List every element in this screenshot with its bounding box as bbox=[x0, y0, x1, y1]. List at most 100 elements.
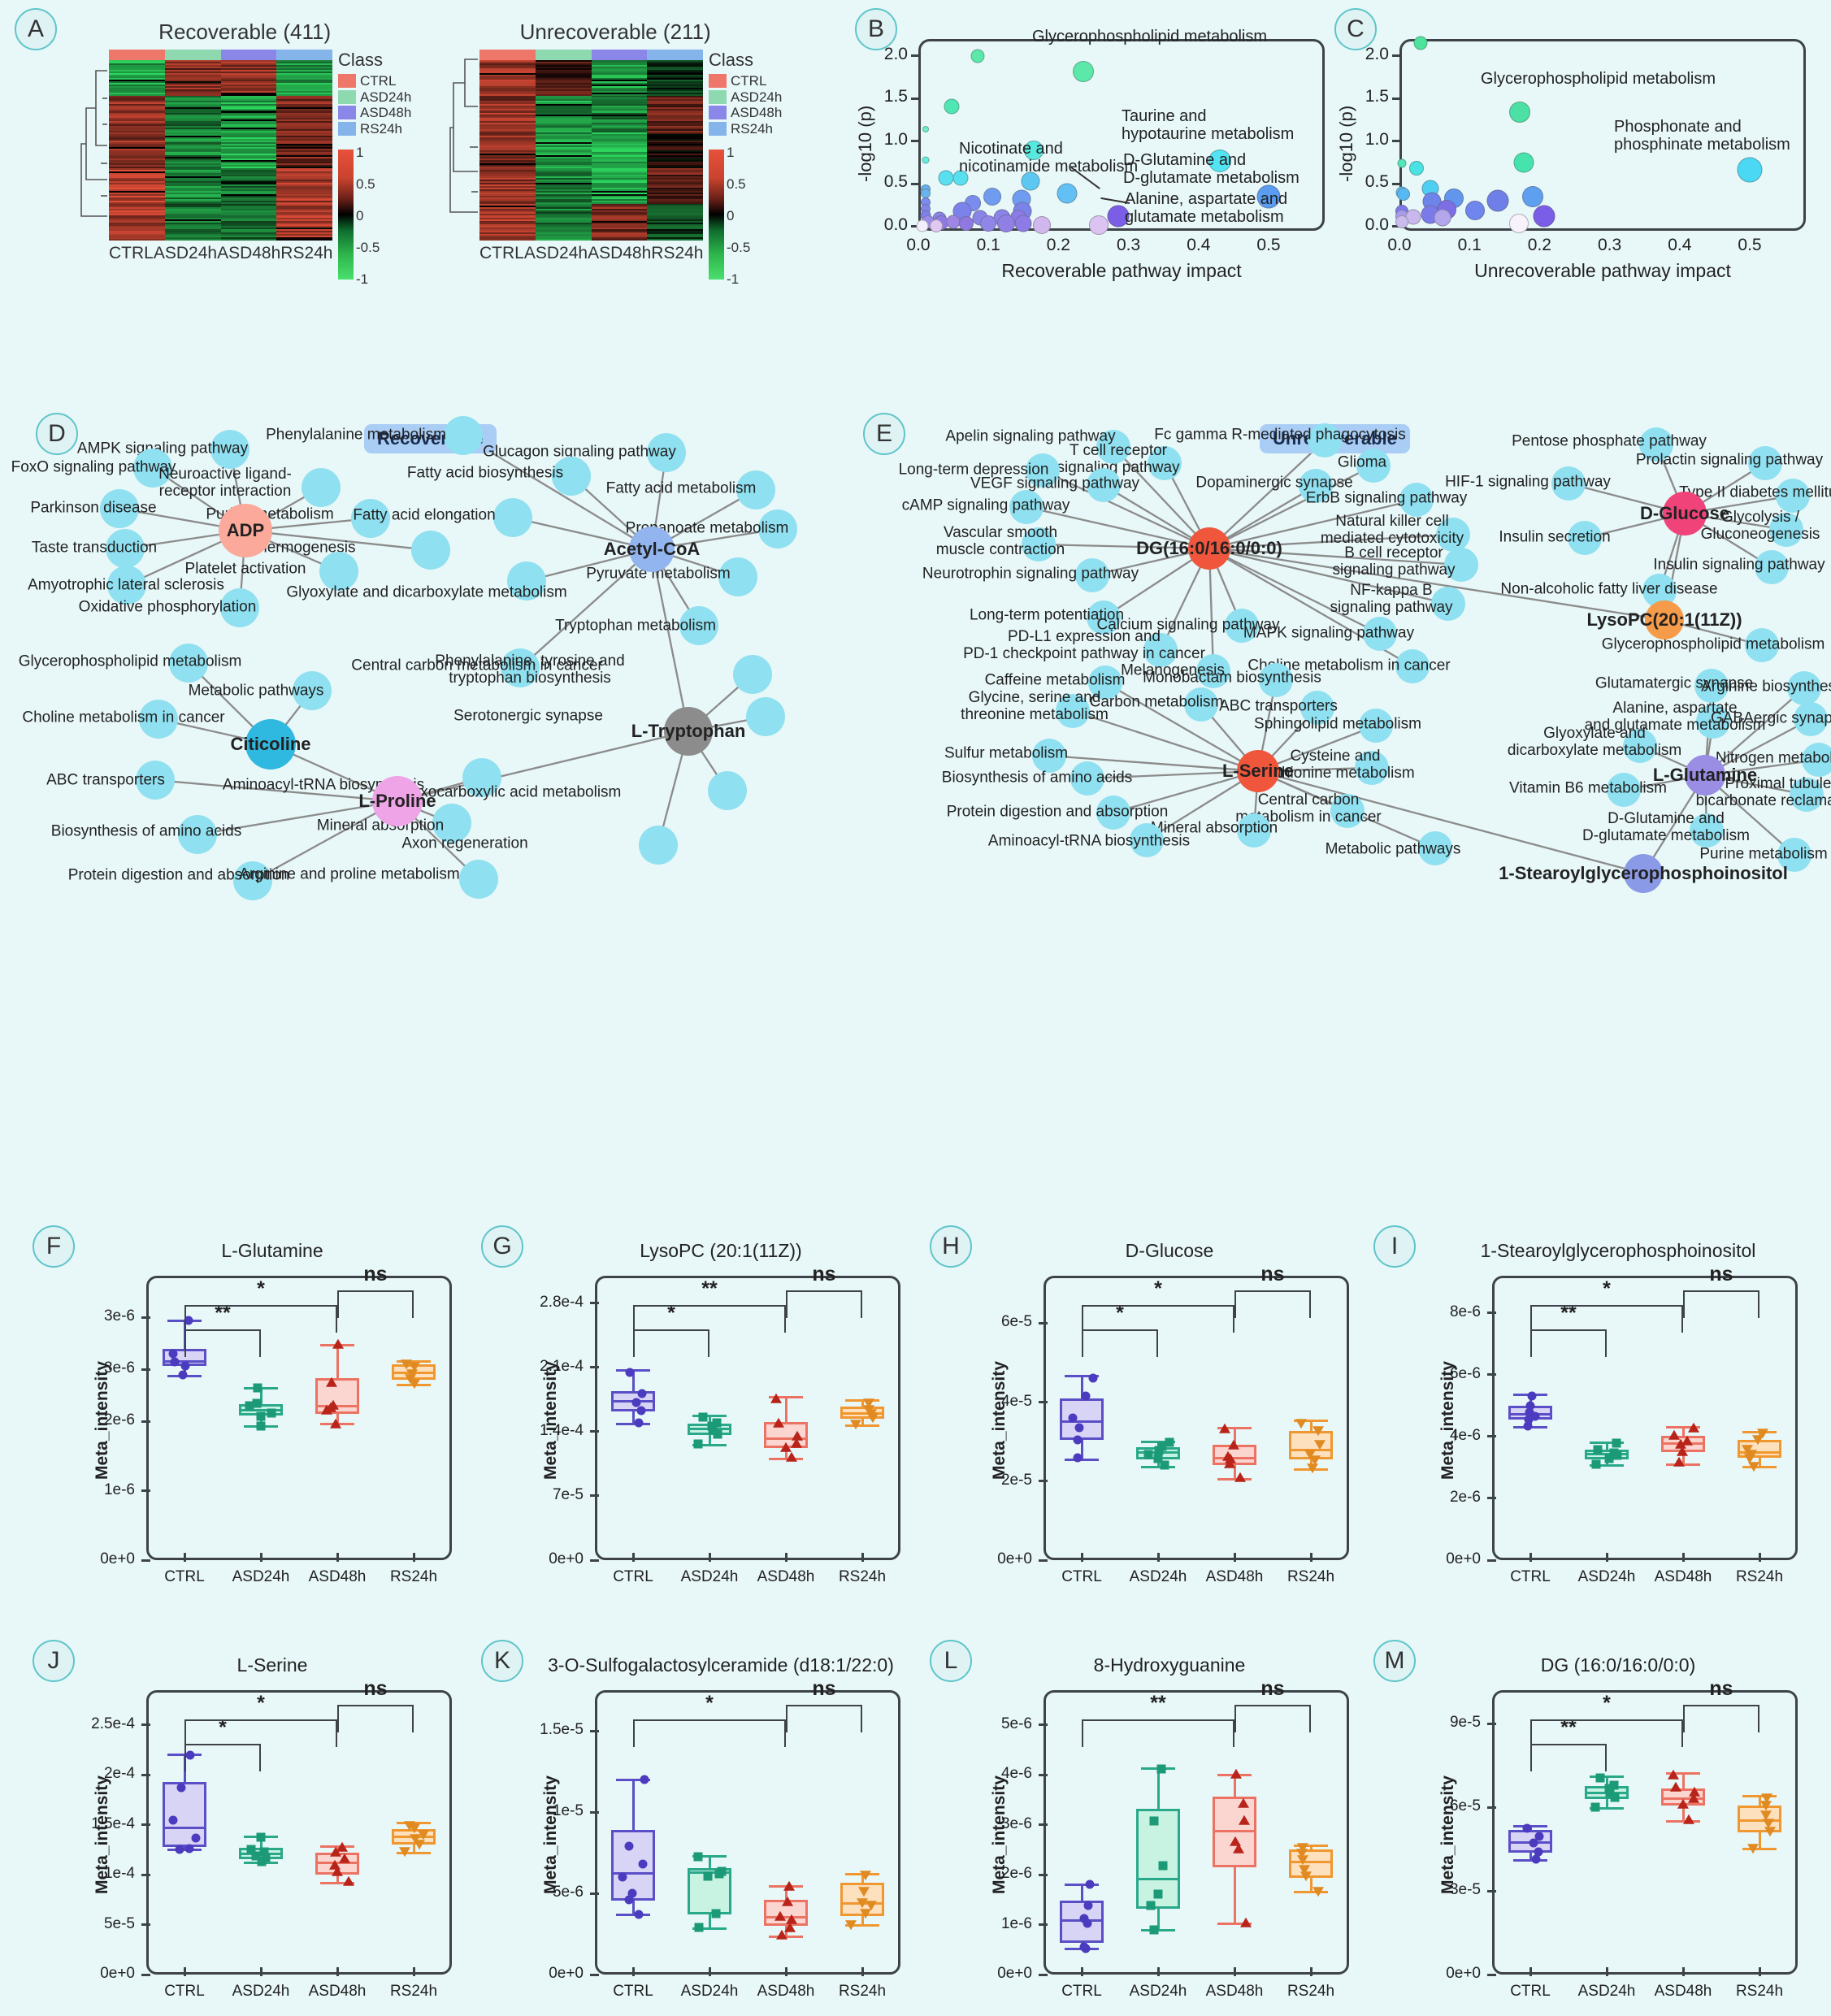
boxplot-whisker-upper bbox=[259, 1836, 263, 1849]
boxplot-data-point bbox=[1610, 1793, 1620, 1802]
significance-bracket bbox=[1082, 1329, 1158, 1357]
boxplot-data-point bbox=[618, 1872, 627, 1882]
boxplot-data-point bbox=[1083, 1918, 1092, 1928]
heatmap-legend-row: ASD24h bbox=[709, 89, 782, 106]
boxplot-cap-lower bbox=[1590, 1807, 1624, 1810]
boxplot-data-point bbox=[1527, 1391, 1537, 1401]
heatmap-legend-title: Class bbox=[338, 50, 384, 70]
boxplot-data-point bbox=[1232, 1844, 1244, 1854]
boxplot-data-point bbox=[1219, 1423, 1231, 1433]
boxplot-whisker-upper bbox=[1233, 1775, 1236, 1797]
boxplot-x-tick-mark bbox=[412, 1967, 415, 1976]
boxplot-cap-lower bbox=[616, 1423, 650, 1426]
panel-letter-b: B bbox=[855, 8, 897, 50]
significance-label: ** bbox=[701, 1277, 718, 1300]
colorbar-tick: 1 bbox=[727, 145, 735, 161]
scatter-point bbox=[930, 219, 944, 232]
boxplot-data-point bbox=[1158, 1861, 1168, 1871]
boxplot-data-point bbox=[1239, 1917, 1252, 1927]
network-node-label: Cysteine and methionine metabolism bbox=[1256, 748, 1415, 782]
boxplot-y-tick-label: 1.5e-5 bbox=[540, 1721, 584, 1738]
boxplot-x-tick-label: ASD24h bbox=[1129, 1568, 1187, 1585]
boxplot-x-tick-mark bbox=[183, 1967, 186, 1976]
boxplot-whisker-lower bbox=[1156, 1459, 1160, 1468]
boxplot-data-point bbox=[1604, 1784, 1614, 1793]
network-node bbox=[1022, 527, 1056, 561]
boxplot-data-point bbox=[1673, 1456, 1685, 1467]
network-node bbox=[178, 815, 217, 854]
panel-letter-j: J bbox=[33, 1640, 75, 1682]
boxplot-y-tick-mark bbox=[590, 1366, 599, 1369]
boxplot-whisker-upper bbox=[861, 1400, 864, 1407]
network-node bbox=[100, 489, 139, 528]
boxplot-data-point bbox=[170, 1357, 180, 1367]
boxplot-cap-upper bbox=[1065, 1883, 1099, 1886]
boxplot-data-point bbox=[1593, 1445, 1603, 1455]
network-node-label: Vitamin B6 metabolism bbox=[1509, 779, 1667, 797]
boxplot-data-point bbox=[168, 1815, 178, 1825]
boxplot-data-point bbox=[251, 1851, 261, 1861]
boxplot-x-tick-mark bbox=[1529, 1967, 1532, 1976]
boxplot-cap-lower bbox=[692, 1444, 727, 1447]
panel-letter-c: C bbox=[1334, 8, 1377, 50]
boxplot-y-tick-label: 1e-6 bbox=[1000, 1914, 1032, 1932]
boxplot-whisker-upper bbox=[708, 1416, 711, 1424]
significance-label: * bbox=[257, 1277, 265, 1300]
network-node bbox=[1225, 609, 1259, 643]
boxplot-median bbox=[840, 1411, 885, 1415]
significance-label: ** bbox=[1560, 1716, 1577, 1739]
colorbar-gradient bbox=[709, 150, 724, 280]
network-hub-node bbox=[245, 719, 296, 770]
boxplot-data-point bbox=[1299, 1865, 1311, 1875]
boxplot-x-tick-label: CTRL bbox=[613, 1983, 653, 2000]
significance-label: ns bbox=[1260, 1263, 1285, 1285]
network-node-label: Fatty acid biosynthesis bbox=[406, 464, 564, 482]
boxplot-y-tick-mark bbox=[141, 1559, 150, 1562]
boxplot-cap-lower bbox=[1217, 1922, 1252, 1925]
boxplot-whisker-lower bbox=[1080, 1439, 1083, 1460]
network-node bbox=[1696, 705, 1730, 739]
boxplot-y-axis-title: Meta_intensity bbox=[990, 1361, 1009, 1480]
x-axis-tick-label: 0.1 bbox=[976, 236, 1000, 254]
legend-label: RS24h bbox=[731, 120, 773, 137]
network-node-label: Sphingolipid metabolism bbox=[1254, 715, 1421, 733]
boxplot-data-point bbox=[1153, 1889, 1163, 1899]
class-bar-rs24h bbox=[647, 50, 703, 60]
boxplot-x-tick-label: ASD48h bbox=[1205, 1983, 1264, 2000]
boxplot-data-point bbox=[180, 1361, 190, 1371]
heatmap-columns bbox=[479, 60, 703, 241]
boxplot-data-point bbox=[398, 1846, 410, 1857]
boxplot-sulfogalactosylceramide: 3-O-Sulfogalactosylceramide (d18:1/22:0)… bbox=[530, 1654, 912, 2007]
scatter-point bbox=[1107, 205, 1130, 228]
significance-label: ns bbox=[1260, 1677, 1285, 1700]
scatter-point bbox=[1521, 185, 1543, 207]
network-unrecoverable: UnrecoverableApelin signaling pathwayFc … bbox=[861, 0, 1831, 1203]
y-axis-tick-label: 0.0 bbox=[883, 215, 908, 234]
boxplot-x-tick-label: RS24h bbox=[389, 1983, 438, 2000]
scatter-point bbox=[1014, 215, 1032, 232]
boxplot-data-point bbox=[1165, 1437, 1174, 1447]
boxplot-frame bbox=[146, 1690, 452, 1975]
network-node bbox=[1308, 423, 1342, 457]
legend-label: RS24h bbox=[360, 120, 402, 137]
boxplot-data-point bbox=[1160, 1460, 1169, 1470]
network-node bbox=[1694, 669, 1729, 703]
y-axis-tick-mark bbox=[1392, 182, 1401, 185]
boxplot-median bbox=[238, 1409, 284, 1412]
significance-bracket bbox=[337, 1705, 414, 1732]
boxplot-cap-upper bbox=[845, 1399, 879, 1403]
network-node bbox=[351, 499, 390, 538]
boxplot-data-point bbox=[1068, 1413, 1078, 1423]
boxplot-cap-upper bbox=[1294, 1420, 1328, 1423]
boxplot-data-point bbox=[631, 1398, 641, 1407]
boxplot-whisker-lower bbox=[336, 1875, 339, 1883]
boxplot-data-point bbox=[1073, 1435, 1082, 1445]
significance-bracket bbox=[184, 1305, 337, 1333]
significance-bracket bbox=[633, 1305, 786, 1333]
boxplot-y-tick-label: 2.5e-4 bbox=[91, 1715, 135, 1732]
boxplot-data-point bbox=[1149, 1925, 1159, 1935]
boxplot-x-tick-mark bbox=[1529, 1553, 1532, 1562]
network-node bbox=[1607, 773, 1641, 807]
